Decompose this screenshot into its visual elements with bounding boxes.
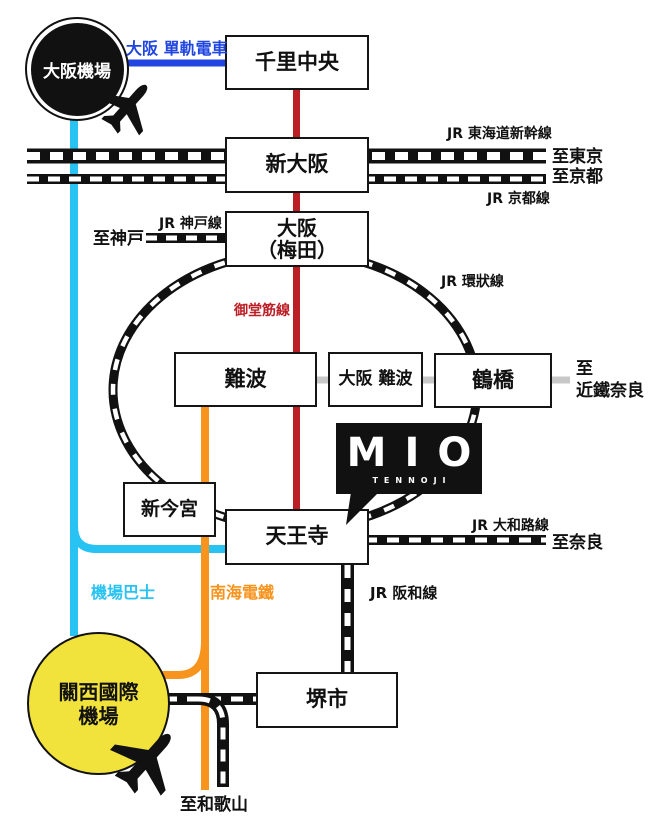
airport-bus-branch — [70, 525, 226, 553]
kobe-line-label: JR 神戸線 — [159, 216, 222, 232]
kansai-airport-node: 關西國際 機場 — [27, 632, 170, 775]
hanwa-line-label: JR 阪和線 — [370, 584, 438, 602]
kansai-airport-label-line2: 機場 — [78, 703, 119, 728]
station-osaka-line1: 大阪 — [277, 215, 317, 240]
to-tokyo-label: 至東京 — [552, 147, 603, 167]
station-tsuruhashi: 鶴橋 — [434, 353, 552, 408]
station-tennoji: 天王寺 — [225, 509, 369, 565]
to-wakayama-label: 至和歌山 — [180, 795, 248, 815]
yamatoji-line-label: JR 大和路線 — [472, 518, 549, 534]
nankai-line-label: 南海電鐵 — [210, 583, 275, 602]
mio-tennoji-callout: MIO TENNOJI — [336, 423, 482, 525]
station-shin-imamiya: 新今宮 — [123, 482, 216, 537]
itami-airport-label: 大阪機場 — [43, 61, 111, 82]
to-kyoto-label: 至京都 — [552, 167, 603, 187]
shinkansen-line-label: JR 東海道新幹線 — [447, 126, 552, 142]
monorail-line-label: 大阪 單軌電車 — [126, 39, 228, 58]
station-osaka-line2: （梅田） — [257, 238, 337, 262]
nankai-branch — [161, 640, 209, 679]
station-namba: 難波 — [174, 352, 317, 407]
kansai-airport-label-line1: 關西國際 — [58, 679, 139, 704]
itami-airplane-icon — [96, 76, 158, 142]
to-nara-label: 至奈良 — [552, 533, 603, 553]
station-chisato-chuo: 千里中央 — [225, 35, 369, 90]
station-osaka-umeda: 大阪 （梅田） — [225, 211, 369, 267]
kix-sakai-track — [165, 693, 258, 787]
mio-title: MIO — [346, 429, 490, 476]
station-shin-osaka: 新大阪 — [225, 137, 369, 193]
kansai-airplane-icon — [108, 723, 184, 803]
to-kobe-label: 至神戸 — [93, 229, 144, 249]
midosuji-line-label: 御堂筋線 — [234, 303, 290, 319]
station-osaka-namba: 大阪 難波 — [328, 352, 423, 407]
airport-bus-label: 機場巴士 — [91, 583, 156, 602]
to-kintetsu-nara-label: 至 近鐵奈良 — [576, 358, 644, 402]
to-kintetsu-nara-line1: 至 — [576, 359, 593, 379]
kyoto-line-label: JR 京都線 — [487, 191, 550, 207]
loop-line-label: JR 環狀線 — [441, 274, 504, 290]
to-kintetsu-nara-line2: 近鐵奈良 — [576, 381, 644, 402]
mio-callout-tail — [346, 492, 379, 525]
mio-subtitle: TENNOJI — [372, 475, 452, 485]
station-sakai: 堺市 — [256, 672, 398, 728]
